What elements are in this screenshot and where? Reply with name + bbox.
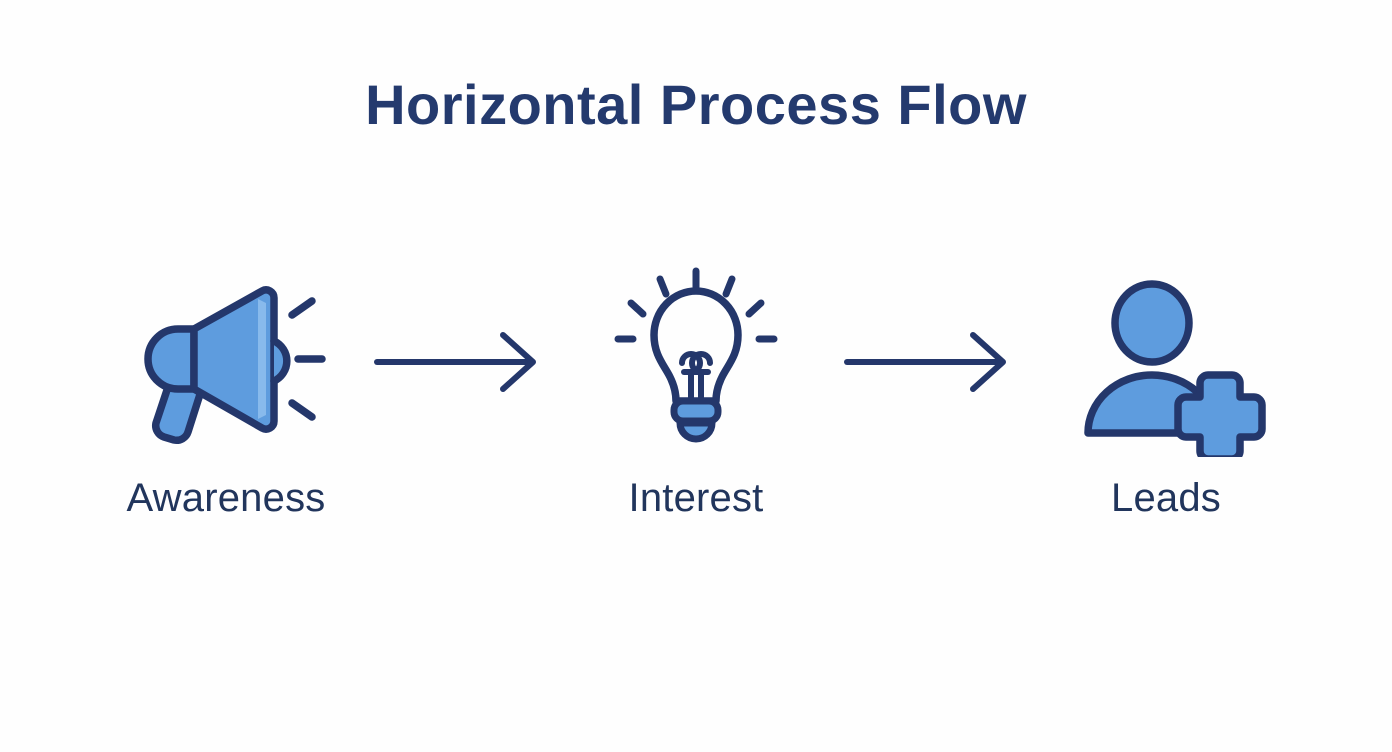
process-step-leads[interactable]: Leads xyxy=(1036,262,1296,521)
arrow-right-icon xyxy=(836,262,1026,462)
arrow-right-icon xyxy=(366,262,556,462)
step-label-interest: Interest xyxy=(628,476,764,520)
lightbulb-icon xyxy=(596,262,796,462)
page-title: Horizontal Process Flow xyxy=(365,73,1027,136)
add-user-icon xyxy=(1066,262,1266,462)
step-label-awareness: Awareness xyxy=(126,476,326,520)
process-flow-row: Awareness xyxy=(96,262,1296,562)
process-step-interest[interactable]: Interest xyxy=(566,262,826,521)
step-label-leads: Leads xyxy=(1111,476,1221,520)
process-step-awareness[interactable]: Awareness xyxy=(96,262,356,521)
megaphone-icon xyxy=(126,262,326,462)
